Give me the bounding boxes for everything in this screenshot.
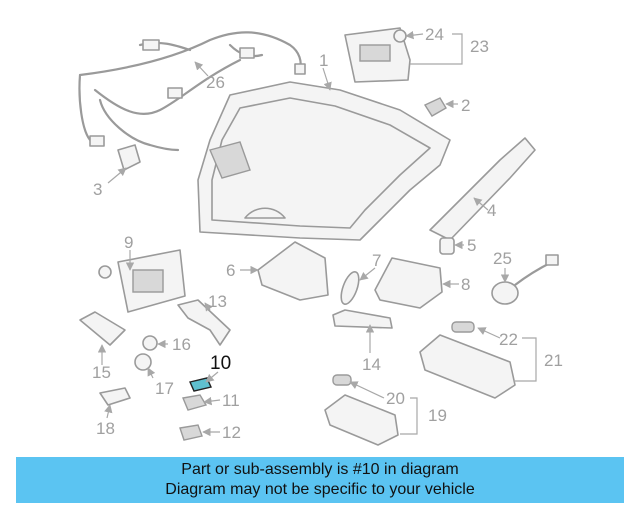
part-cover — [182, 394, 208, 411]
part-sun-visor — [98, 249, 186, 313]
callout-4: 4 — [487, 201, 496, 220]
callout-18: 18 — [96, 419, 115, 438]
part-mount-bracket — [332, 309, 393, 329]
banner-line-2: Diagram may not be specific to your vehi… — [165, 481, 475, 498]
callout-numbers: 1 2 3 4 5 6 7 8 9 10 11 12 13 14 15 16 1… — [92, 25, 563, 442]
callout-21: 21 — [544, 351, 563, 370]
part-coat-hook — [99, 387, 131, 406]
callout-25: 25 — [493, 249, 512, 268]
callout-11: 11 — [222, 391, 240, 410]
part-gasket — [340, 271, 360, 305]
callout-14: 14 — [362, 355, 381, 374]
callout-12: 12 — [222, 423, 241, 442]
part-ring — [142, 335, 158, 351]
leader-lines — [97, 30, 537, 437]
part-mounting-frame — [257, 241, 329, 301]
callout-24: 24 — [425, 25, 444, 44]
callout-8: 8 — [461, 275, 470, 294]
callout-2: 2 — [461, 96, 470, 115]
part-pillar-trim — [429, 137, 536, 241]
part-dome-light — [324, 374, 399, 446]
part-ring-small — [134, 353, 152, 371]
part-grab-handle — [177, 299, 231, 346]
part-visor-clip — [79, 311, 126, 346]
banner-line-1: Part or sub-assembly is #10 in diagram — [181, 461, 459, 478]
callout-20: 20 — [386, 389, 405, 408]
part-bracket — [117, 144, 141, 171]
part-map-light-housing — [374, 257, 443, 309]
callout-7: 7 — [372, 251, 381, 270]
part-headliner — [197, 81, 451, 241]
callout-22: 22 — [499, 330, 518, 349]
part-sensor — [491, 254, 559, 305]
callout-26: 26 — [206, 73, 225, 92]
parts-diagram: 1 2 3 4 5 6 7 8 9 10 11 12 13 14 15 16 1… — [78, 25, 563, 446]
part-lens — [179, 424, 203, 441]
callout-23: 23 — [470, 37, 489, 56]
callout-10: 10 — [210, 353, 231, 374]
callout-3: 3 — [93, 180, 102, 199]
callout-19: 19 — [428, 406, 447, 425]
callout-16: 16 — [172, 335, 191, 354]
callout-5: 5 — [467, 236, 476, 255]
part-overhead-console — [344, 27, 411, 83]
part-interior-lamp — [419, 321, 516, 399]
callout-17: 17 — [155, 379, 174, 398]
part-clip — [423, 97, 447, 117]
info-banner: Part or sub-assembly is #10 in diagram D… — [16, 457, 624, 503]
part-wiring-harness — [78, 31, 306, 152]
callout-1: 1 — [319, 51, 328, 70]
callout-9: 9 — [124, 233, 133, 252]
callout-13: 13 — [208, 292, 227, 311]
callout-15: 15 — [92, 363, 111, 382]
part-cap — [439, 237, 455, 255]
callout-6: 6 — [226, 261, 235, 280]
